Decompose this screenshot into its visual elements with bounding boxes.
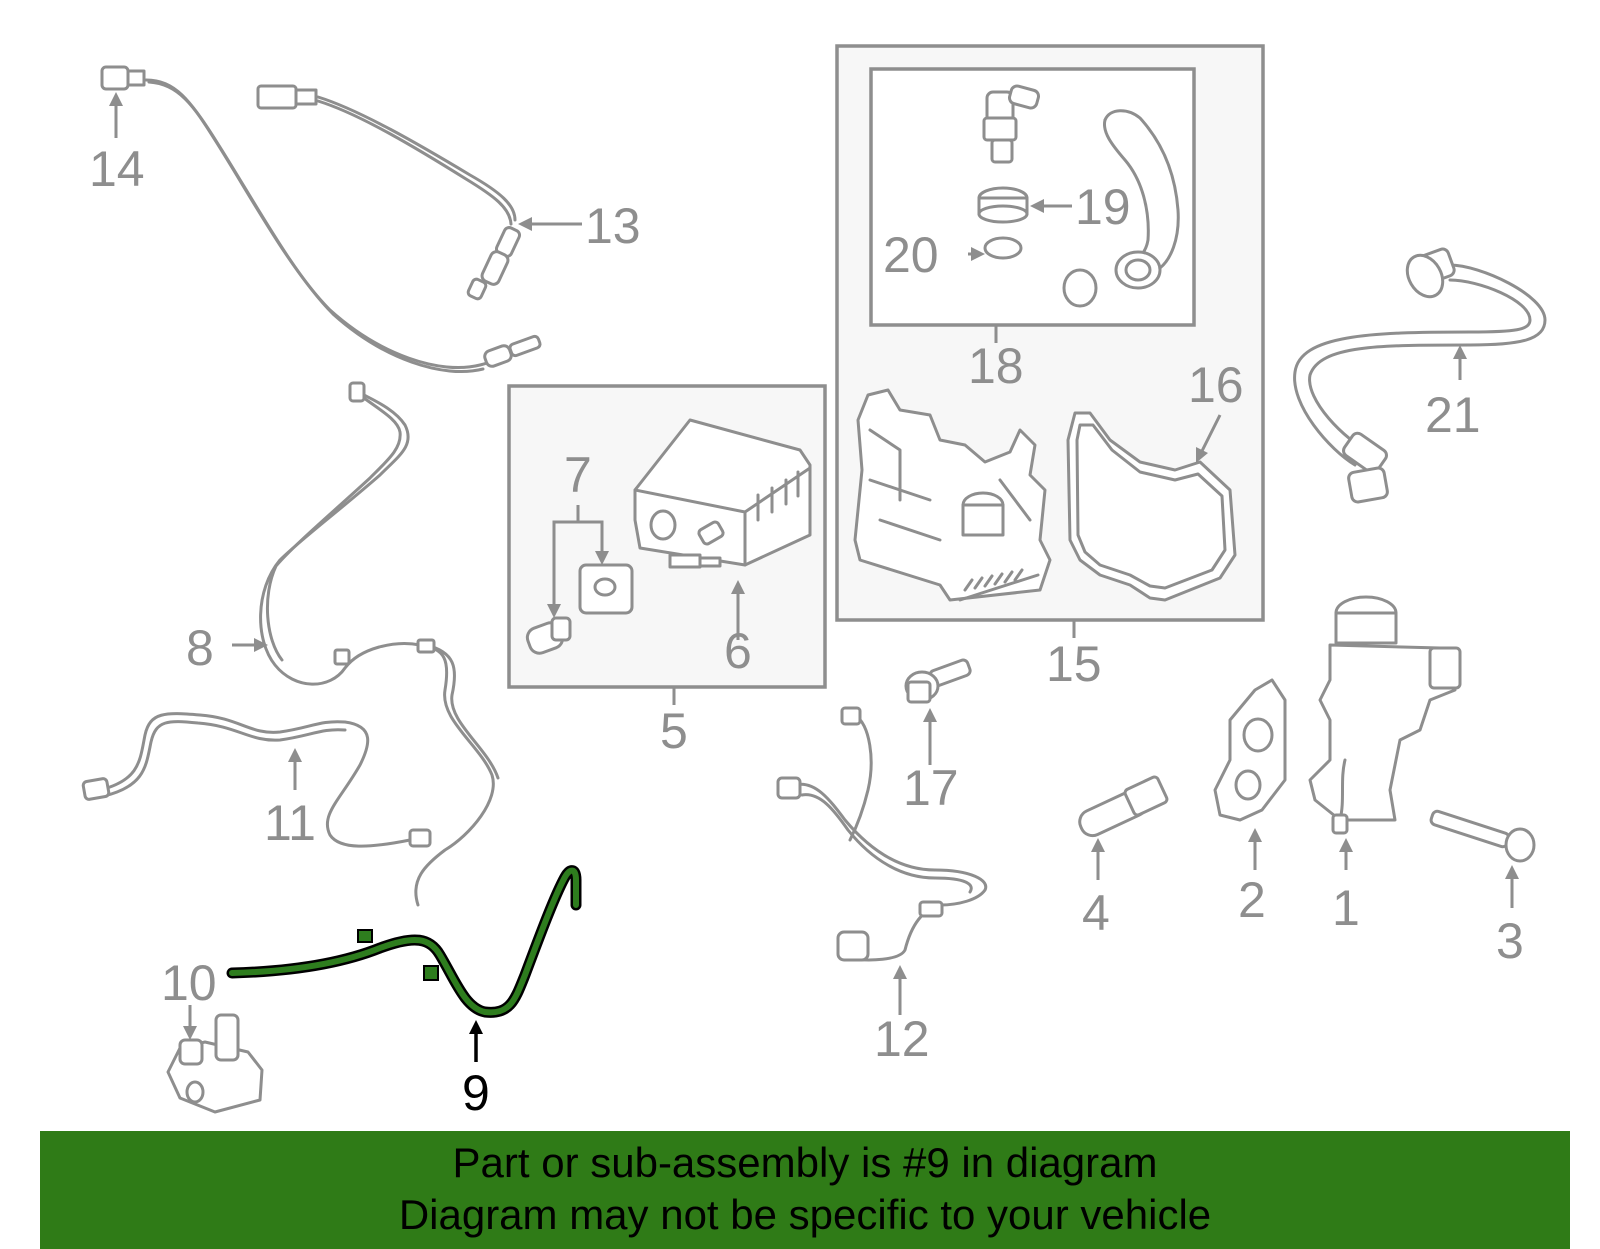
- callout-11: 11: [264, 795, 316, 851]
- banner-line-disclaimer: Diagram may not be specific to your vehi…: [398, 1191, 1212, 1238]
- callout-12: 12: [874, 1011, 930, 1067]
- solenoid-7[interactable]: [578, 563, 634, 615]
- callout-17: 17: [903, 760, 959, 816]
- vapor-canister-6[interactable]: [633, 418, 812, 569]
- pcv-hose[interactable]: [1102, 109, 1180, 290]
- callout-4: 4: [1082, 885, 1110, 941]
- pcv-valve[interactable]: [982, 84, 1041, 164]
- o-ring[interactable]: [1062, 268, 1098, 308]
- callout-19: 19: [1075, 179, 1131, 235]
- temp-sensor-4[interactable]: [1076, 775, 1169, 840]
- callout-7: 7: [564, 447, 592, 503]
- valve-10[interactable]: [166, 1013, 264, 1114]
- callout-2: 2: [1238, 872, 1266, 928]
- egr-valve-1[interactable]: [1308, 595, 1462, 835]
- gasket-16[interactable]: [1066, 411, 1237, 602]
- harness-11[interactable]: [81, 712, 432, 848]
- callout-20: 20: [883, 227, 939, 283]
- harness-12[interactable]: [776, 706, 988, 962]
- harness-8[interactable]: [259, 381, 500, 907]
- gasket-2[interactable]: [1213, 678, 1287, 822]
- grommet-19[interactable]: [977, 186, 1029, 224]
- callout-16: 16: [1188, 357, 1244, 413]
- callout-1: 1: [1332, 880, 1360, 936]
- callout-13: 13: [585, 198, 641, 254]
- callout-18: 18: [968, 338, 1024, 394]
- oil-separator[interactable]: [853, 388, 1052, 602]
- info-banner: Part or sub-assembly is #9 in diagram Di…: [40, 1131, 1570, 1249]
- callout-9: 9: [462, 1065, 490, 1121]
- callout-10: 10: [161, 955, 217, 1011]
- o-ring-20[interactable]: [983, 236, 1023, 260]
- highlighted-part-9[interactable]: [226, 865, 582, 1018]
- callout-5: 5: [660, 703, 688, 759]
- callout-8: 8: [186, 620, 214, 676]
- callout-15: 15: [1046, 636, 1102, 692]
- callout-6: 6: [724, 623, 752, 679]
- callout-labels: 14 13 19 20 18 16 21 7 6 5 15 8 17 11 10…: [89, 141, 1524, 1121]
- callout-21: 21: [1425, 387, 1481, 443]
- banner-line-part: Part or sub-assembly is #9 in diagram: [452, 1139, 1158, 1186]
- oxygen-sensor-13[interactable]: [256, 84, 522, 301]
- bolt-3[interactable]: [1429, 809, 1536, 863]
- hose-21[interactable]: [1293, 247, 1547, 504]
- oxygen-sensor-14[interactable]: [100, 65, 542, 373]
- bolt-17[interactable]: [904, 658, 972, 704]
- purge-valve-7[interactable]: [525, 616, 572, 656]
- callout-3: 3: [1496, 913, 1524, 969]
- callout-14: 14: [89, 141, 145, 197]
- leader-arrows: [109, 92, 1519, 1062]
